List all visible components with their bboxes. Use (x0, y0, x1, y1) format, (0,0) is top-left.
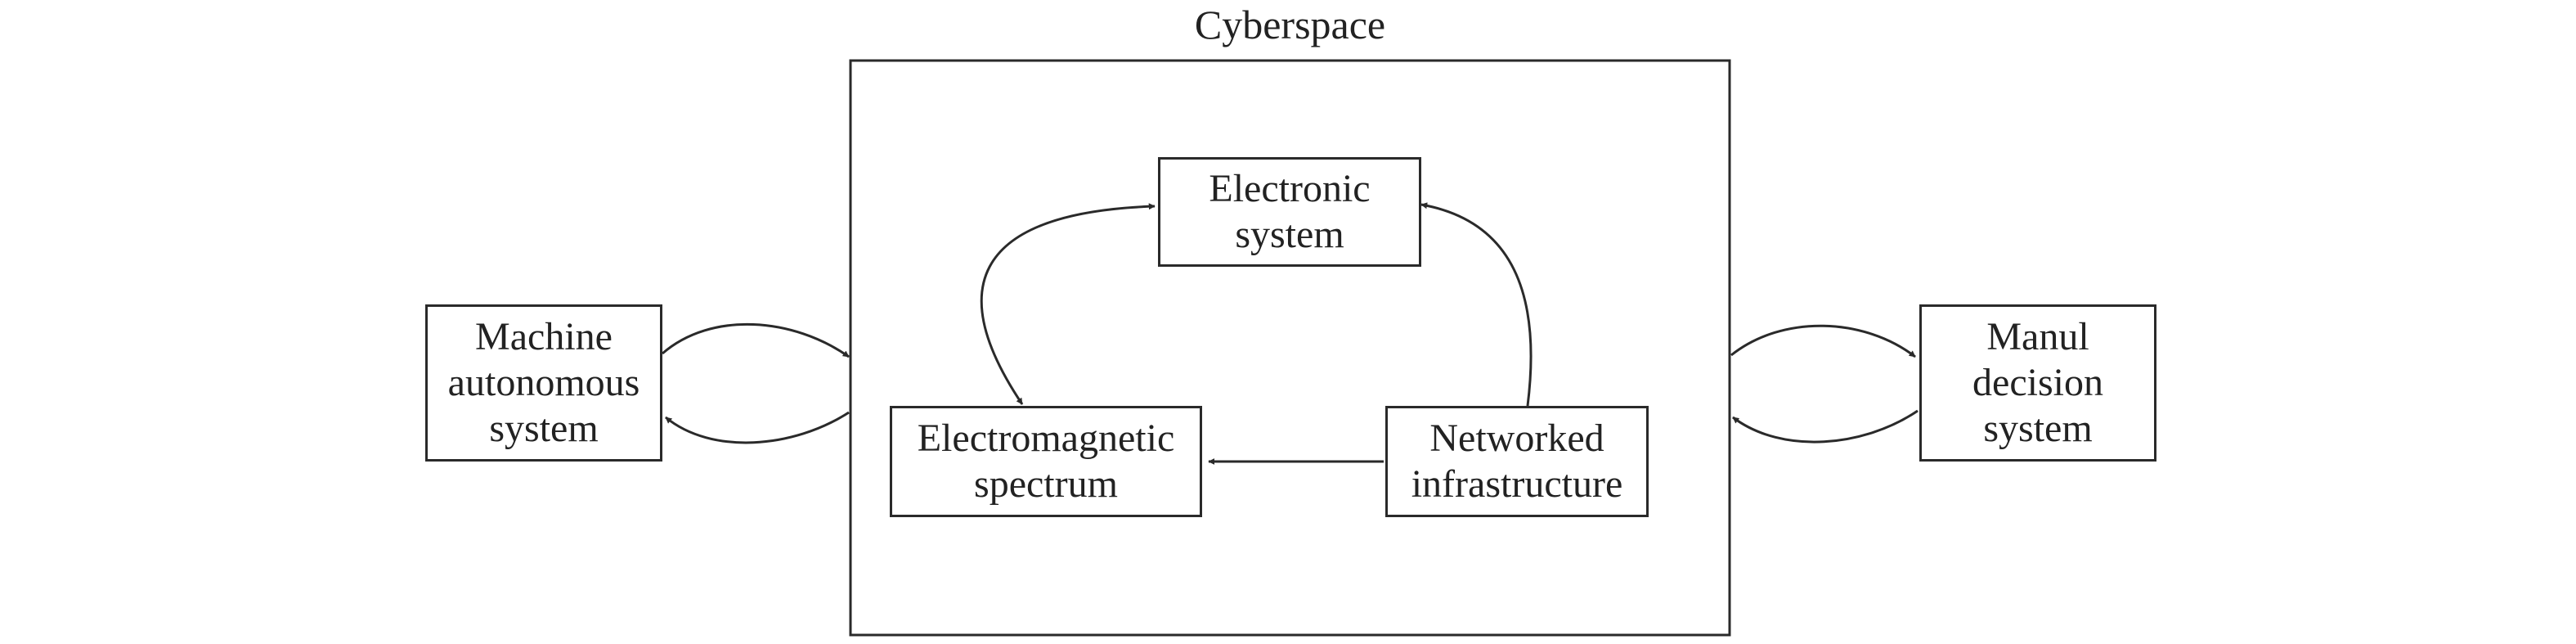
node-machine-autonomous-system-label: Machine autonomous system (447, 315, 640, 450)
node-networked-infrastructure-label: Networked infrastructure (1411, 417, 1623, 506)
node-electromagnetic-spectrum-label: Electromagnetic spectrum (917, 417, 1175, 506)
node-electromagnetic-spectrum: Electromagnetic spectrum (890, 406, 1202, 517)
arrow-cyberspace-to-machine (665, 411, 850, 444)
node-manul-decision-system: Manul decision system (1919, 304, 2156, 462)
arrow-networked-electronic (1420, 202, 1533, 407)
arrow-cyberspace-to-manul (1730, 324, 1916, 358)
node-manul-decision-system-label: Manul decision system (1972, 315, 2103, 450)
node-machine-autonomous-system: Machine autonomous system (425, 304, 662, 462)
cyberspace-title: Cyberspace (1194, 2, 1386, 47)
arrow-electronic-electromagnetic (980, 203, 1156, 405)
node-electronic-system: Electronic system (1158, 157, 1421, 267)
arrow-machine-to-cyberspace (662, 322, 850, 358)
node-networked-infrastructure: Networked infrastructure (1385, 406, 1649, 517)
node-electronic-system-label: Electronic system (1209, 167, 1371, 256)
cyberspace-container (849, 59, 1731, 637)
arrow-manul-to-cyberspace (1732, 409, 1919, 444)
